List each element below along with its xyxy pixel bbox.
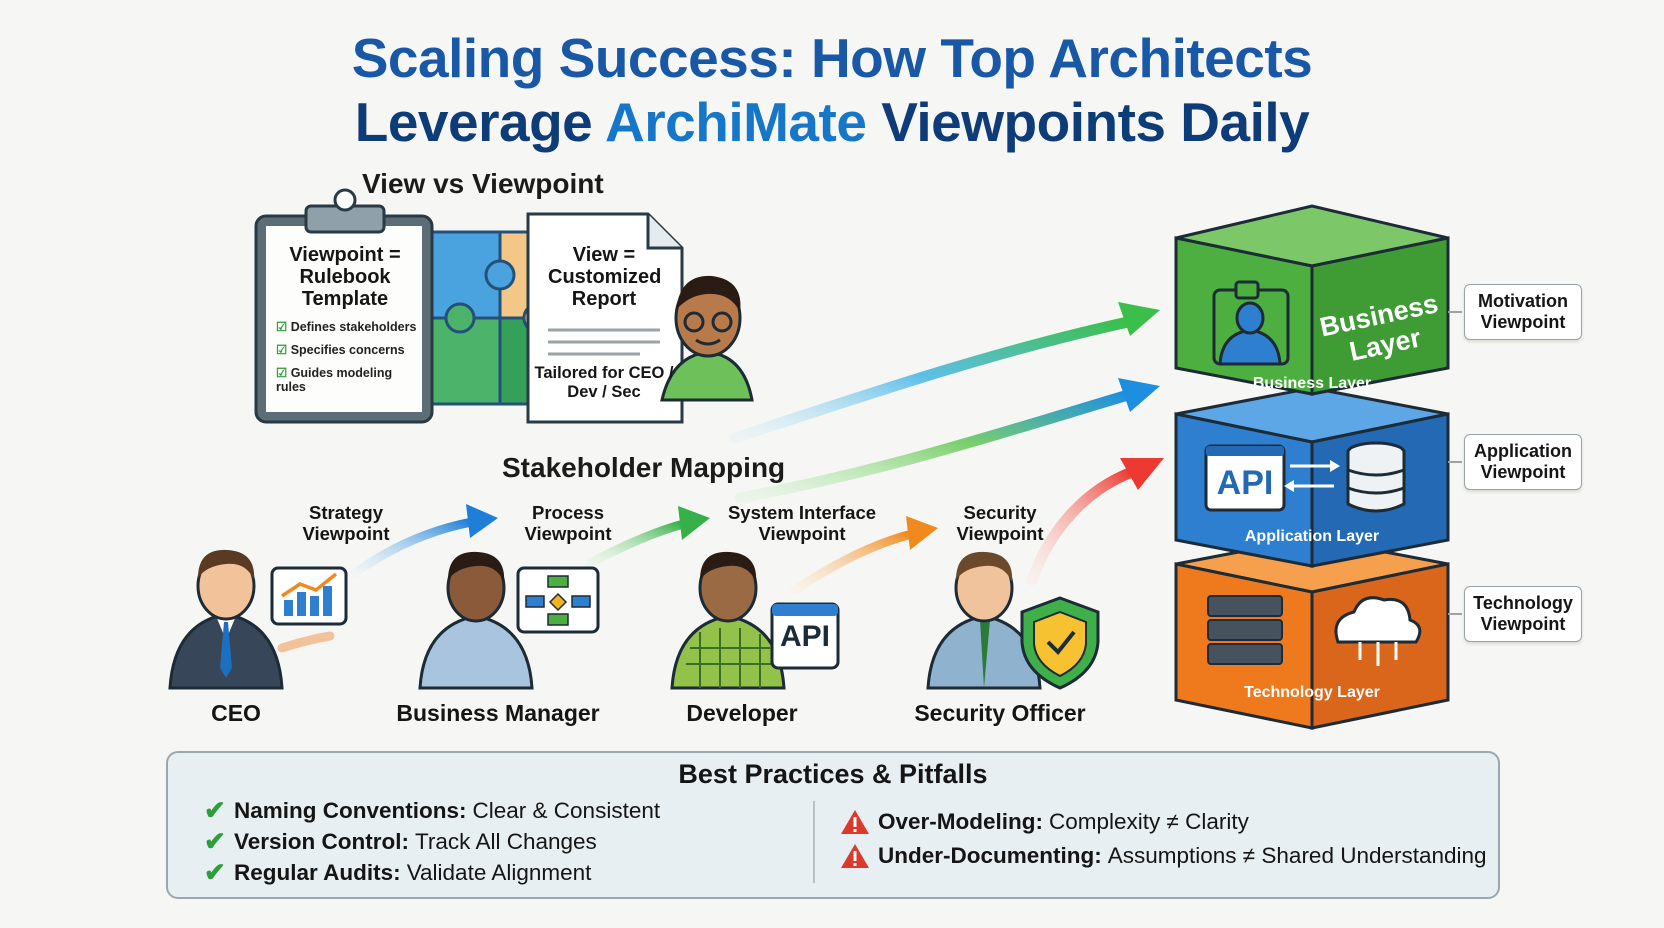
practice-item: ✔ Naming Conventions:Clear & Consistent — [204, 795, 661, 825]
best-practices-heading: Best Practices & Pitfalls — [678, 759, 988, 789]
application-layer-label: Application Layer — [1244, 528, 1380, 545]
practice-item: ✔ Regular Audits:Validate Alignment — [204, 857, 592, 887]
api-screen-icon — [1204, 444, 1286, 512]
security-officer-avatar-icon — [926, 551, 1042, 690]
warning-icon — [841, 844, 869, 868]
page-title: Scaling Success: How Top Architects Leve… — [0, 26, 1664, 154]
process-flow-icon — [516, 566, 600, 634]
process-viewpoint-label: Process Viewpoint — [524, 502, 612, 544]
role-ceo: CEO — [211, 700, 261, 726]
clipboard-card: Viewpoint = Rulebook Template ☑ Defines … — [256, 216, 432, 422]
growth-chart-icon — [270, 566, 348, 626]
clipboard-title: Viewpoint = Rulebook Template — [289, 244, 401, 310]
developer-avatar-icon — [670, 551, 786, 690]
viewer-avatar-icon — [660, 275, 754, 402]
warning-icon — [841, 810, 869, 834]
arrow-developer-to-security — [790, 516, 938, 595]
application-viewpoint-callout: Application Viewpoint — [1464, 434, 1582, 490]
pitfall-item: Over-Modeling:Complexity ≠ Clarity — [840, 809, 1249, 835]
pitfall-item: Under-Documenting:Assumptions ≠ Shared U… — [840, 843, 1487, 869]
strategy-viewpoint-label: Strategy Viewpoint — [302, 502, 390, 544]
role-security-officer: Security Officer — [914, 700, 1086, 726]
check-icon: ✔ — [204, 826, 226, 856]
document-card: View = Customized Report Tailored for CE… — [528, 214, 682, 422]
title-archimate: ArchiMate — [605, 91, 867, 153]
api-badge: API — [779, 620, 830, 653]
arrow-ceo-to-manager — [350, 504, 498, 578]
check-icon: ✔ — [204, 857, 226, 887]
database-icon — [1346, 441, 1406, 513]
technology-viewpoint-callout: Technology Viewpoint — [1464, 586, 1582, 642]
technology-layer-label: Technology Layer — [1244, 684, 1380, 701]
title-line-2: Leverage ArchiMate Viewpoints Daily — [0, 90, 1664, 154]
role-business-manager: Business Manager — [396, 700, 600, 726]
title-line-2-a: Leverage — [354, 91, 606, 153]
ceo-avatar-icon — [168, 549, 335, 690]
exchange-arrows-icon — [1284, 460, 1340, 492]
check-item: ☑ Specifies concerns — [276, 343, 405, 357]
check-icon: ✔ — [204, 795, 226, 825]
arrow-security-to-technology — [1026, 458, 1164, 586]
title-line-1: Scaling Success: How Top Architects — [351, 27, 1313, 89]
checkbox-icon: ☑ — [276, 343, 291, 357]
title-line-2-c: Viewpoints Daily — [866, 91, 1310, 153]
panel-divider — [813, 801, 815, 883]
business-manager-avatar-icon — [418, 551, 534, 690]
document-subtitle: Tailored for CEO / Dev / Sec — [534, 364, 674, 401]
role-developer: Developer — [686, 700, 798, 726]
security-viewpoint-label: Security Viewpoint — [956, 502, 1044, 544]
best-practices-panel: Best Practices & Pitfalls ✔ Naming Conve… — [166, 751, 1500, 899]
check-item: ☑ Guides modeling rules — [276, 366, 393, 394]
check-item: ☑ Defines stakeholders — [276, 320, 417, 334]
motivation-viewpoint-callout: Motivation Viewpoint — [1464, 284, 1582, 340]
arrow-view-to-business — [729, 302, 1160, 444]
cloud-icon — [1334, 596, 1422, 666]
business-actor-icon — [1212, 280, 1290, 366]
checkbox-icon: ☑ — [276, 320, 291, 334]
stakeholder-mapping-heading: Stakeholder Mapping — [502, 452, 786, 483]
clipboard-icon — [254, 188, 434, 424]
api-face-text: API — [1216, 464, 1274, 502]
checkbox-icon: ☑ — [276, 366, 291, 380]
server-icon — [1207, 595, 1283, 665]
api-window-icon — [770, 602, 840, 670]
document-title: View = Customized Report — [548, 244, 662, 310]
arrow-manager-to-developer — [585, 506, 710, 568]
system-interface-viewpoint-label: System Interface Viewpoint — [727, 502, 877, 544]
business-layer-label: Business Layer — [1252, 375, 1372, 392]
practice-item: ✔ Version Control:Track All Changes — [204, 826, 597, 856]
document-icon — [526, 212, 684, 424]
shield-icon — [1020, 596, 1100, 690]
arrow-mapping-to-application — [734, 378, 1160, 504]
view-vs-viewpoint-heading: View vs Viewpoint — [362, 168, 604, 199]
